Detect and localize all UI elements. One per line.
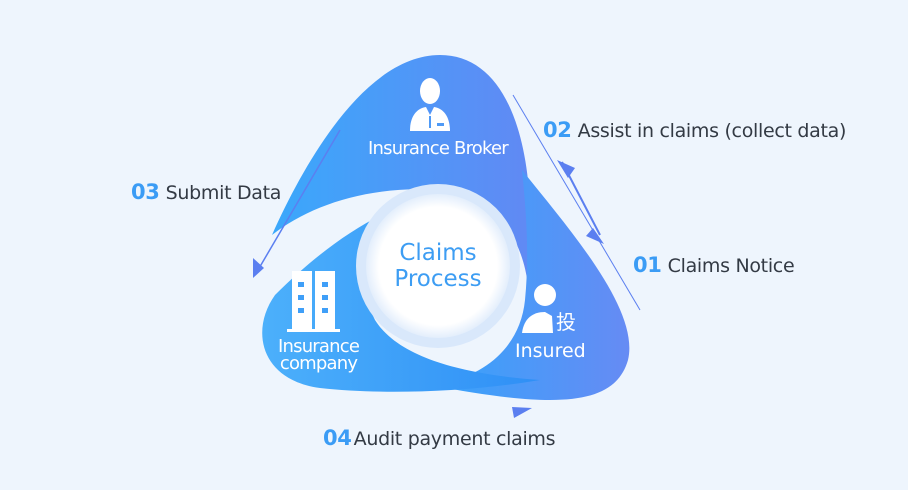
arrow-head-assist-claims bbox=[557, 160, 575, 178]
petal-insured bbox=[430, 170, 630, 400]
center-title-line2: Process bbox=[394, 266, 482, 292]
step-03-number: 03 bbox=[131, 180, 160, 204]
step-03-text: Submit Data bbox=[165, 182, 282, 204]
step-04-text: Audit payment claims bbox=[353, 428, 556, 450]
node-label-company: Insurance company bbox=[278, 336, 360, 374]
step-01-number: 01 bbox=[633, 253, 662, 277]
node-label-company-line1: Insurance bbox=[278, 336, 360, 357]
center-title-line1: Claims bbox=[399, 240, 477, 266]
node-label-broker: Insurance Broker bbox=[368, 138, 509, 159]
arrow-head-submit-data bbox=[253, 258, 264, 278]
petal-broker bbox=[272, 55, 531, 285]
arrow-head-claims-notice bbox=[586, 228, 604, 244]
center-title: Claims Process bbox=[378, 240, 498, 292]
center-circle bbox=[366, 194, 510, 338]
node-label-company-line2: company bbox=[279, 353, 358, 374]
step-01-text: Claims Notice bbox=[667, 255, 795, 277]
building-icon bbox=[287, 271, 340, 332]
node-label-insured: Insured bbox=[515, 340, 586, 362]
businessman-icon bbox=[410, 78, 450, 131]
arrow-head-audit-payment bbox=[512, 407, 532, 418]
insured-person-icon bbox=[522, 284, 556, 333]
step-02-number: 02 bbox=[543, 118, 572, 142]
insured-icon-glyph: 投 bbox=[556, 310, 576, 334]
step-04-number: 04 bbox=[323, 426, 352, 450]
step-02-text: Assist in claims (collect data) bbox=[577, 120, 847, 142]
arrow-submit-data bbox=[257, 129, 341, 271]
arrow-line-right-outer bbox=[512, 94, 641, 311]
petal-company bbox=[262, 196, 540, 392]
